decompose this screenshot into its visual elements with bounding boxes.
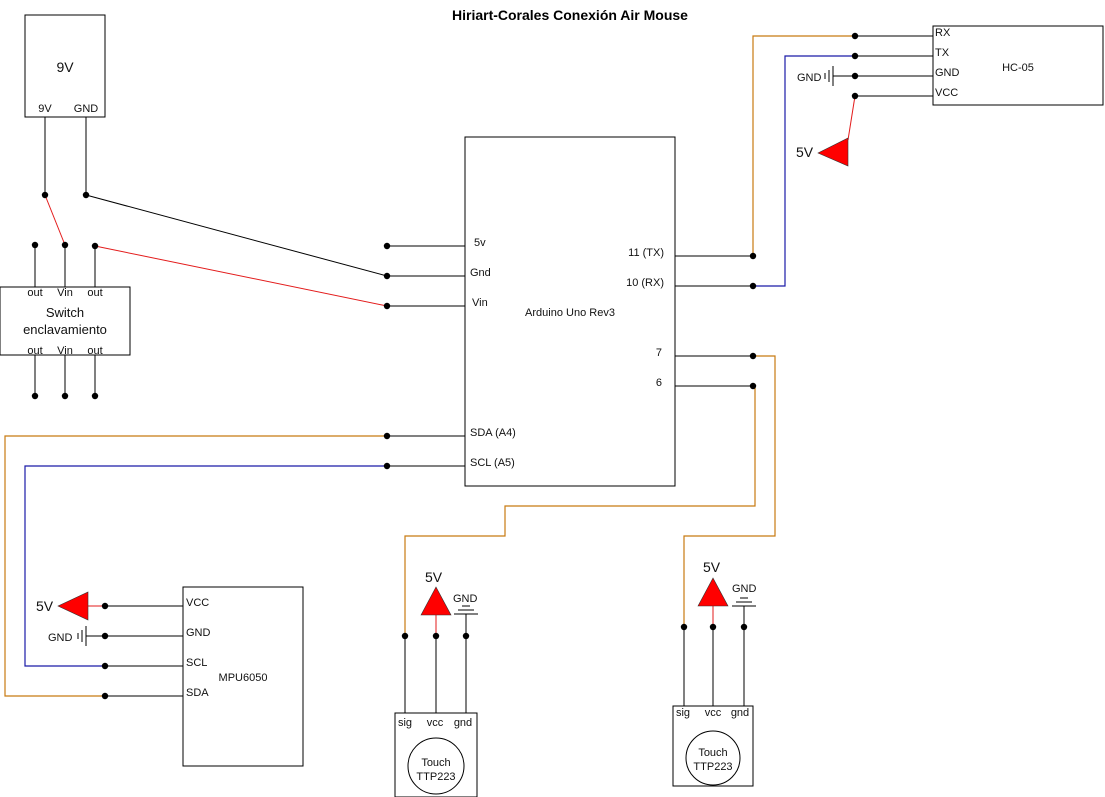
mpu6050-pin-vcc: VCC xyxy=(186,597,209,609)
battery-pin-gnd: GND xyxy=(74,103,99,115)
touch2-pad xyxy=(685,730,741,786)
mpu6050-module[interactable]: MPU6050 VCC GND SCL SDA xyxy=(182,586,304,767)
switch-top-pin-2: Vin xyxy=(57,287,73,299)
hc05-pin-rx: RX xyxy=(935,27,951,39)
touch2-pin-sig: sig xyxy=(676,707,690,719)
hc05-supply-label: 5V xyxy=(796,144,814,160)
arduino-pin-5v: 5v xyxy=(474,237,486,249)
touch1-gnd-label: GND xyxy=(453,593,478,605)
mpu6050-pin-gnd: GND xyxy=(186,627,211,639)
switch-top-pin-1: out xyxy=(27,287,42,299)
switch-label-line1: Switch xyxy=(46,305,84,320)
touch2-gnd-label: GND xyxy=(732,583,757,595)
hc05-body xyxy=(932,25,1104,106)
mpu-ground-symbol: GND xyxy=(48,626,87,646)
touch1-pin-gnd: gnd xyxy=(454,717,472,729)
touch-sensor-2[interactable]: sig vcc gnd Touch TTP223 xyxy=(672,705,754,787)
mpu6050-body xyxy=(182,586,304,767)
arduino-body xyxy=(464,136,676,487)
arduino-pin-11-tx: 11 (TX) xyxy=(628,247,664,259)
touch1-supply-triangle xyxy=(420,586,452,616)
hc05-module[interactable]: HC-05 RX TX GND VCC xyxy=(932,25,1104,106)
touch2-supply-label: 5V xyxy=(703,559,721,575)
hc05-supply-triangle xyxy=(817,137,849,167)
touch1-pin-vcc: vcc xyxy=(427,717,444,729)
touch2-label-line2: TTP223 xyxy=(693,761,732,773)
mpu6050-pin-sda: SDA xyxy=(186,687,209,699)
touch2-pin-vcc: vcc xyxy=(705,707,722,719)
arduino-pin-vin: Vin xyxy=(472,297,488,309)
mpu-supply-triangle xyxy=(57,591,89,621)
arduino-pin-scl: SCL (A5) xyxy=(470,457,515,469)
touch1-supply: 5V xyxy=(420,569,452,616)
arduino-pin-sda: SDA (A4) xyxy=(470,427,516,439)
hc05-pin-vcc: VCC xyxy=(935,87,958,99)
touch2-ground-symbol: GND xyxy=(732,583,757,607)
hc05-name: HC-05 xyxy=(1002,62,1034,74)
wire-sda-to-mpu xyxy=(4,435,387,697)
wire-gnd-to-arduino xyxy=(85,194,388,277)
switch-top-pin-3: out xyxy=(87,287,102,299)
battery-body xyxy=(24,14,106,118)
wire-pin7-to-touch2 xyxy=(683,355,776,627)
hc05-gnd-label: GND xyxy=(797,72,822,84)
touch1-label-line1: Touch xyxy=(421,757,450,769)
switch-bottom-pin-2: Vin xyxy=(57,345,73,357)
touch1-supply-label: 5V xyxy=(425,569,443,585)
arduino-pin-gnd: Gnd xyxy=(470,267,491,279)
wire-hc05-vcc xyxy=(847,95,856,141)
wire-scl-to-mpu xyxy=(24,465,387,667)
touch-sensor-1[interactable]: sig vcc gnd Touch TTP223 xyxy=(394,712,478,797)
junction-dots xyxy=(31,32,859,700)
touch2-pin-gnd: gnd xyxy=(731,707,749,719)
arduino-uno[interactable]: Arduino Uno Rev3 5v Gnd Vin SDA (A4) SCL… xyxy=(464,136,676,487)
hc05-ground-symbol: GND xyxy=(797,66,834,86)
switch-enclavamiento[interactable]: out Vin out Switch enclavamiento out Vin… xyxy=(0,286,131,357)
mpu-supply: 5V xyxy=(36,591,89,621)
switch-label-line2: enclavamiento xyxy=(23,322,107,337)
arduino-name: Arduino Uno Rev3 xyxy=(525,307,615,319)
wire-battery-to-switch-vin xyxy=(44,194,66,246)
touch1-label-line2: TTP223 xyxy=(416,771,455,783)
wire-switch-out-to-arduino-vin xyxy=(94,245,388,307)
touch1-pad xyxy=(407,737,465,795)
switch-body xyxy=(0,286,131,356)
hc05-pin-tx: TX xyxy=(935,47,950,59)
mpu6050-name: MPU6050 xyxy=(219,672,268,684)
touch1-ground-symbol: GND xyxy=(453,593,478,615)
mpu-gnd-label: GND xyxy=(48,632,73,644)
mpu-supply-label: 5V xyxy=(36,598,54,614)
battery-label: 9V xyxy=(56,59,74,75)
touch2-supply-triangle xyxy=(697,577,729,607)
hc05-supply: 5V xyxy=(796,137,849,167)
touch2-label-line1: Touch xyxy=(698,747,727,759)
arduino-pin-6: 6 xyxy=(656,377,662,389)
battery-pin-9v: 9V xyxy=(38,103,52,115)
mpu6050-pin-scl: SCL xyxy=(186,657,207,669)
diagram-title: Hiriart-Corales Conexión Air Mouse xyxy=(452,7,688,23)
touch1-pin-sig: sig xyxy=(398,717,412,729)
switch-bottom-pin-1: out xyxy=(27,345,42,357)
arduino-pin-7: 7 xyxy=(656,347,662,359)
arduino-pin-10-rx: 10 (RX) xyxy=(626,277,664,289)
battery-9v[interactable]: 9V 9V GND xyxy=(24,14,106,118)
touch2-supply: 5V xyxy=(697,559,729,607)
wire-rx-to-hc05-tx xyxy=(753,55,855,287)
wire-tx-to-hc05-rx xyxy=(752,35,855,256)
hc05-pin-gnd: GND xyxy=(935,67,960,79)
switch-bottom-pin-3: out xyxy=(87,345,102,357)
